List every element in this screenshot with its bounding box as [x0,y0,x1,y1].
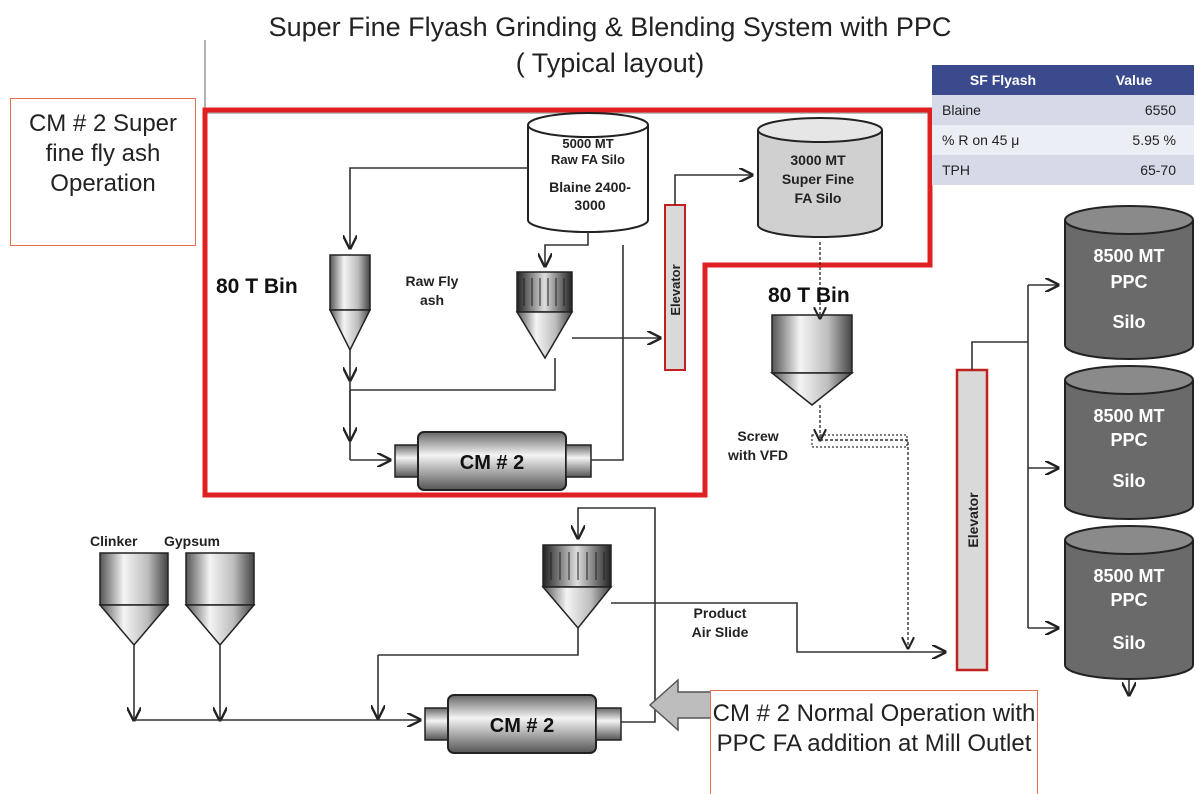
ppc-silo-2-label-3: Silo [1112,471,1145,491]
table-cell-param: TPH [932,155,1074,185]
ppc-silo-3-label-3: Silo [1112,633,1145,653]
diagram-title-line2: ( Typical layout) [515,48,705,78]
mill-outlet-arrow [648,678,713,732]
gypsum-bin [184,552,256,647]
sf-silo-label-3: FA Silo [795,190,842,206]
raw-silo-label-2: Raw FA Silo [551,152,625,167]
ppc-silo-2 [1064,365,1194,520]
ppc-silo-3 [1064,525,1194,680]
ppc-silo-3-label-2: PPC [1110,590,1147,610]
ppc-silo-1-label-2: PPC [1110,272,1147,292]
table-header-value: Value [1074,65,1194,95]
bin-left [328,254,372,352]
ppc-silo-1-label-3: Silo [1112,312,1145,332]
elevator-right [955,368,989,672]
raw-silo-label-1: 5000 MT [562,136,613,151]
table-row: TPH 65-70 [932,155,1194,185]
table-header-param: SF Flyash [932,65,1074,95]
callout-normal-operation: CM # 2 Normal Operation with PPC FA addi… [710,690,1038,794]
table-cell-param: % R on 45 μ [932,125,1074,155]
screw-label-1: Screw [737,428,778,444]
product-label-2: Air Slide [692,624,749,640]
table-cell-value: 5.95 % [1074,125,1194,155]
super-fine-boundary [202,107,933,498]
table-cell-param: Blaine [932,95,1074,125]
raw-silo-label-4: 3000 [574,197,605,213]
callout-super-fine-text: CM # 2 Super fine fly ash Operation [28,110,178,197]
sf-flyash-table: SF Flyash Value Blaine 6550 % R on 45 μ … [932,65,1194,185]
screw-conveyor [811,434,908,448]
separator-top [515,271,574,360]
clinker-label: Clinker [90,533,138,549]
sf-silo-label-1: 3000 MT [790,152,846,168]
screw-label-2: with VFD [727,447,788,463]
diagram-title-line1: Super Fine Flyash Grinding & Blending Sy… [268,12,952,42]
bin-left-label: 80 T Bin [216,275,298,298]
sf-silo-label-2: Super Fine [782,171,855,187]
raw-fa-silo [527,112,649,233]
ppc-silo-1 [1064,205,1194,360]
product-label-1: Product [694,605,747,621]
bin-right [769,314,855,406]
table-cell-value: 6550 [1074,95,1194,125]
separator-bottom [541,544,613,630]
raw-silo-label-3: Blaine 2400- [549,179,631,195]
raw-fly-ash-label-1: Raw Fly [406,273,459,289]
super-fine-fa-silo [757,117,883,238]
ppc-silo-2-label-1: 8500 MT [1093,406,1164,426]
ppc-silo-2-label-2: PPC [1110,430,1147,450]
callout-super-fine-operation: CM # 2 Super fine fly ash Operation [10,98,196,246]
callout-normal-text: CM # 2 Normal Operation with PPC FA addi… [712,700,1036,757]
ppc-silo-3-label-1: 8500 MT [1093,566,1164,586]
mill-bottom-label: CM # 2 [490,715,554,737]
raw-fly-ash-label-2: ash [420,292,444,308]
bin-right-label: 80 T Bin [768,284,850,307]
ppc-silo-1-label-1: 8500 MT [1093,246,1164,266]
mill-top [394,431,592,491]
table-row: % R on 45 μ 5.95 % [932,125,1194,155]
clinker-bin [98,552,170,647]
mill-bottom [424,694,622,754]
elevator-top-label: Elevator [668,264,683,315]
gypsum-label: Gypsum [164,533,220,549]
elevator-right-label: Elevator [965,492,981,548]
mill-top-label: CM # 2 [460,452,524,474]
table-cell-value: 65-70 [1074,155,1194,185]
table-row: Blaine 6550 [932,95,1194,125]
